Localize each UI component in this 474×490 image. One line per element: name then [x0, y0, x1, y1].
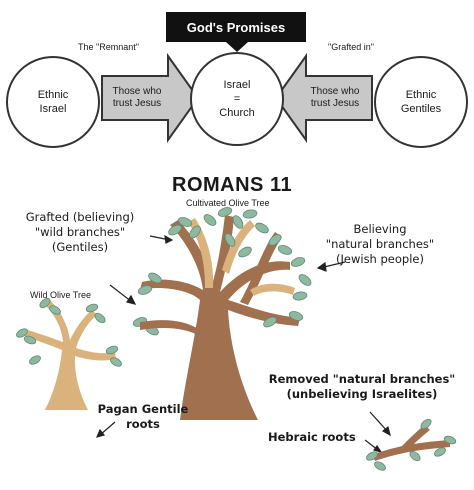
removed-line-1: Removed "natural branches" [268, 372, 456, 386]
grafted-line-2: "wild branches" [34, 225, 126, 239]
cultivated-leaves [132, 207, 312, 336]
grafted-line-1: Grafted (believing) [25, 210, 135, 224]
romans-title: ROMANS 11 [172, 174, 293, 196]
left-arrow-line-2: trust Jesus [112, 98, 162, 109]
believing-label: Believing "natural branches" (Jewish peo… [310, 222, 450, 267]
center-line-2: = [233, 93, 241, 105]
wild-olive-tree-label: Wild Olive Tree [30, 290, 92, 300]
hebraic-roots-label: Hebraic roots [268, 430, 356, 444]
pagan-gentile-label: Pagan Gentile roots [88, 402, 198, 432]
removed-line-2: (unbelieving Israelites) [286, 387, 438, 401]
removed-label: Removed "natural branches" (unbelieving … [262, 372, 462, 402]
pagan-line-2: roots [126, 417, 160, 431]
pagan-line-1: Pagan Gentile [97, 402, 189, 416]
promises-pointer [226, 42, 248, 52]
cultivated-olive-tree-label: Cultivated Olive Tree [186, 198, 270, 208]
right-arrow-line-2: trust Jesus [310, 98, 360, 109]
left-arrow-shape [101, 52, 200, 144]
grafted-label: Grafted (believing) "wild branches" (Gen… [10, 210, 150, 255]
left-arrow-line-1: Those who [112, 86, 162, 97]
israel-church-circle: Israel = Church [190, 52, 284, 146]
grafted-line-3: (Gentiles) [51, 240, 109, 254]
remnant-label: The "Remnant" [78, 42, 139, 52]
removed-natural-branches [366, 418, 457, 471]
center-line-3: Church [219, 107, 255, 119]
gods-promises-banner: God's Promises [166, 12, 306, 42]
center-line-1: Israel [223, 79, 251, 91]
grafted-in-label: "Grafted in" [328, 42, 374, 52]
ethnic-israel-line-1: Ethnic [37, 89, 69, 101]
cultivated-olive-tree [140, 215, 300, 420]
believing-line-1: Believing [353, 222, 407, 236]
ethnic-israel-line-2: Israel [39, 103, 67, 115]
right-arrow-shape [274, 52, 373, 144]
ethnic-gentiles-line-1: Ethnic [405, 89, 437, 101]
wild-olive-tree [22, 300, 116, 410]
wild-tree-leaves [16, 297, 122, 367]
label-arrows [95, 234, 391, 454]
lower-left-branch [140, 320, 200, 336]
grafted-wild-branches [188, 218, 295, 296]
ethnic-gentiles-line-2: Gentiles [400, 103, 442, 115]
right-arrow-line-1: Those who [310, 86, 360, 97]
believing-line-2: "natural branches" [325, 237, 435, 251]
believing-line-3: (Jewish people) [336, 252, 424, 266]
